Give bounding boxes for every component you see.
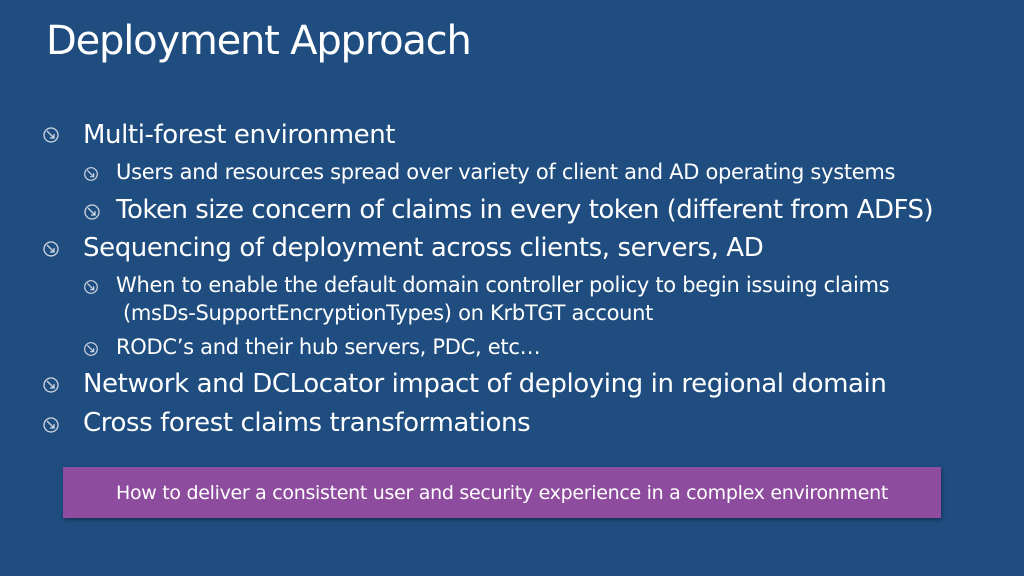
circle-arrow-icon <box>84 204 100 220</box>
circle-arrow-icon <box>43 377 59 393</box>
bullet-item: RODC’s and their hub servers, PDC, etc… <box>116 335 541 359</box>
bullet-item: When to enable the default domain contro… <box>116 273 890 297</box>
circle-arrow-icon <box>43 241 59 257</box>
bullet-item: Multi-forest environment <box>83 120 396 150</box>
bullet-item-continuation: (msDs-SupportEncryptionTypes) on KrbTGT … <box>123 301 654 325</box>
circle-arrow-icon <box>43 127 59 143</box>
bullet-item: Network and DCLocator impact of deployin… <box>83 369 887 399</box>
circle-arrow-icon <box>84 167 98 181</box>
bullet-item: Token size concern of claims in every to… <box>116 195 934 225</box>
bullet-item: Cross forest claims transformations <box>83 408 531 438</box>
callout-text: How to deliver a consistent user and sec… <box>115 481 889 504</box>
slide-title: Deployment Approach <box>46 18 472 64</box>
circle-arrow-icon <box>84 342 98 356</box>
circle-arrow-icon <box>84 280 98 294</box>
bullet-item: Users and resources spread over variety … <box>116 160 896 184</box>
bullet-item: Sequencing of deployment across clients,… <box>83 233 764 263</box>
circle-arrow-icon <box>43 417 59 433</box>
callout-box: How to deliver a consistent user and sec… <box>63 467 941 518</box>
